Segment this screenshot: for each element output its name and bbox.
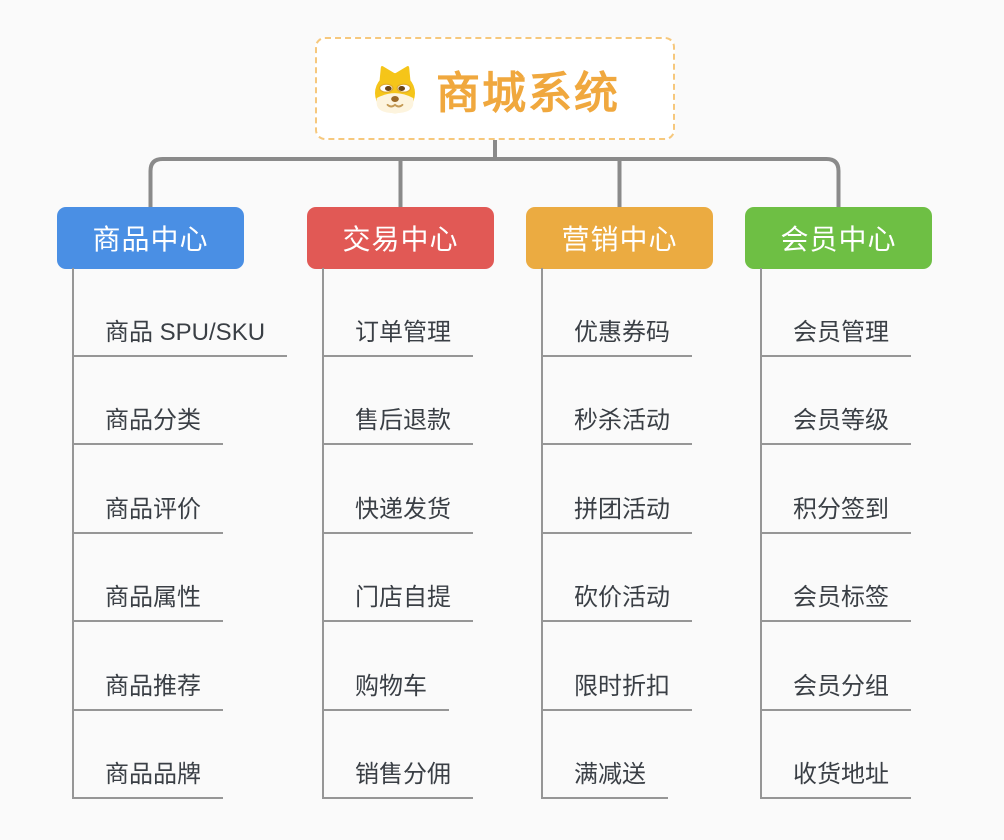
branch-spine bbox=[760, 268, 762, 799]
root-label: 商城系统 bbox=[436, 68, 620, 118]
branch-items-trade: 订单管理 售后退款 快递发货 门店自提 购物车 销售分佣 bbox=[322, 268, 473, 799]
branch-label: 交易中心 bbox=[342, 224, 459, 255]
leaf-node[interactable]: 商品品牌 bbox=[72, 711, 223, 799]
branch-spine bbox=[322, 268, 324, 799]
branch-node-product-center[interactable]: 商品中心 bbox=[57, 207, 244, 269]
leaf-node[interactable]: 积分签到 bbox=[760, 445, 911, 534]
leaf-node[interactable]: 秒杀活动 bbox=[541, 357, 692, 445]
branch-label: 商品中心 bbox=[92, 224, 209, 255]
leaf-node[interactable]: 会员等级 bbox=[760, 357, 911, 445]
branch-items-marketing: 优惠券码 秒杀活动 拼团活动 砍价活动 限时折扣 满减送 bbox=[541, 268, 692, 799]
dog-face-icon bbox=[370, 63, 420, 115]
leaf-node[interactable]: 满减送 bbox=[541, 711, 668, 799]
leaf-node[interactable]: 商品推荐 bbox=[72, 622, 223, 711]
leaf-node[interactable]: 优惠券码 bbox=[541, 268, 692, 357]
leaf-node[interactable]: 购物车 bbox=[322, 622, 449, 711]
leaf-node[interactable]: 砍价活动 bbox=[541, 534, 692, 622]
branch-label: 营销中心 bbox=[561, 224, 678, 255]
leaf-node[interactable]: 商品分类 bbox=[72, 357, 223, 445]
branch-spine bbox=[72, 268, 74, 799]
leaf-node[interactable]: 收货地址 bbox=[760, 711, 911, 799]
leaf-node[interactable]: 销售分佣 bbox=[322, 711, 473, 799]
branch-items-member: 会员管理 会员等级 积分签到 会员标签 会员分组 收货地址 bbox=[760, 268, 911, 799]
branch-node-member-center[interactable]: 会员中心 bbox=[745, 207, 932, 269]
leaf-node[interactable]: 售后退款 bbox=[322, 357, 473, 445]
branch-items-product: 商品 SPU/SKU 商品分类 商品评价 商品属性 商品推荐 商品品牌 bbox=[72, 268, 288, 799]
leaf-node[interactable]: 会员标签 bbox=[760, 534, 911, 622]
leaf-node[interactable]: 商品评价 bbox=[72, 445, 223, 534]
leaf-node[interactable]: 快递发货 bbox=[322, 445, 473, 534]
root-node[interactable]: 商城系统 bbox=[315, 37, 675, 140]
branch-node-marketing-center[interactable]: 营销中心 bbox=[526, 207, 713, 269]
branch-node-trade-center[interactable]: 交易中心 bbox=[307, 207, 494, 269]
leaf-node[interactable]: 商品 SPU/SKU bbox=[72, 268, 288, 357]
leaf-node[interactable]: 门店自提 bbox=[322, 534, 473, 622]
bracket-line bbox=[148, 157, 841, 209]
leaf-node[interactable]: 订单管理 bbox=[322, 268, 473, 357]
leaf-node[interactable]: 商品属性 bbox=[72, 534, 223, 622]
leaf-node[interactable]: 限时折扣 bbox=[541, 622, 692, 711]
branch-label: 会员中心 bbox=[780, 224, 897, 255]
branch-spine bbox=[541, 268, 543, 799]
leaf-node[interactable]: 会员分组 bbox=[760, 622, 911, 711]
leaf-node[interactable]: 拼团活动 bbox=[541, 445, 692, 534]
leaf-node[interactable]: 会员管理 bbox=[760, 268, 911, 357]
